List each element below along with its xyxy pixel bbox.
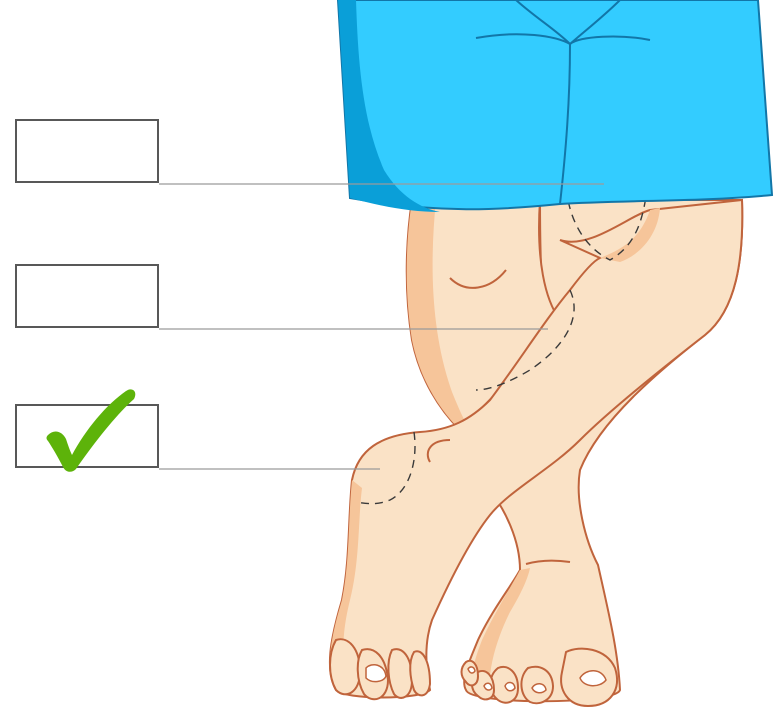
label-box-3[interactable] (15, 404, 159, 468)
label-box-1[interactable] (15, 119, 159, 183)
shorts (338, 0, 772, 212)
label-box-2[interactable] (15, 264, 159, 328)
label-box-2-text (17, 266, 157, 326)
label-box-1-text (17, 121, 157, 181)
label-box-3-text (17, 406, 157, 466)
